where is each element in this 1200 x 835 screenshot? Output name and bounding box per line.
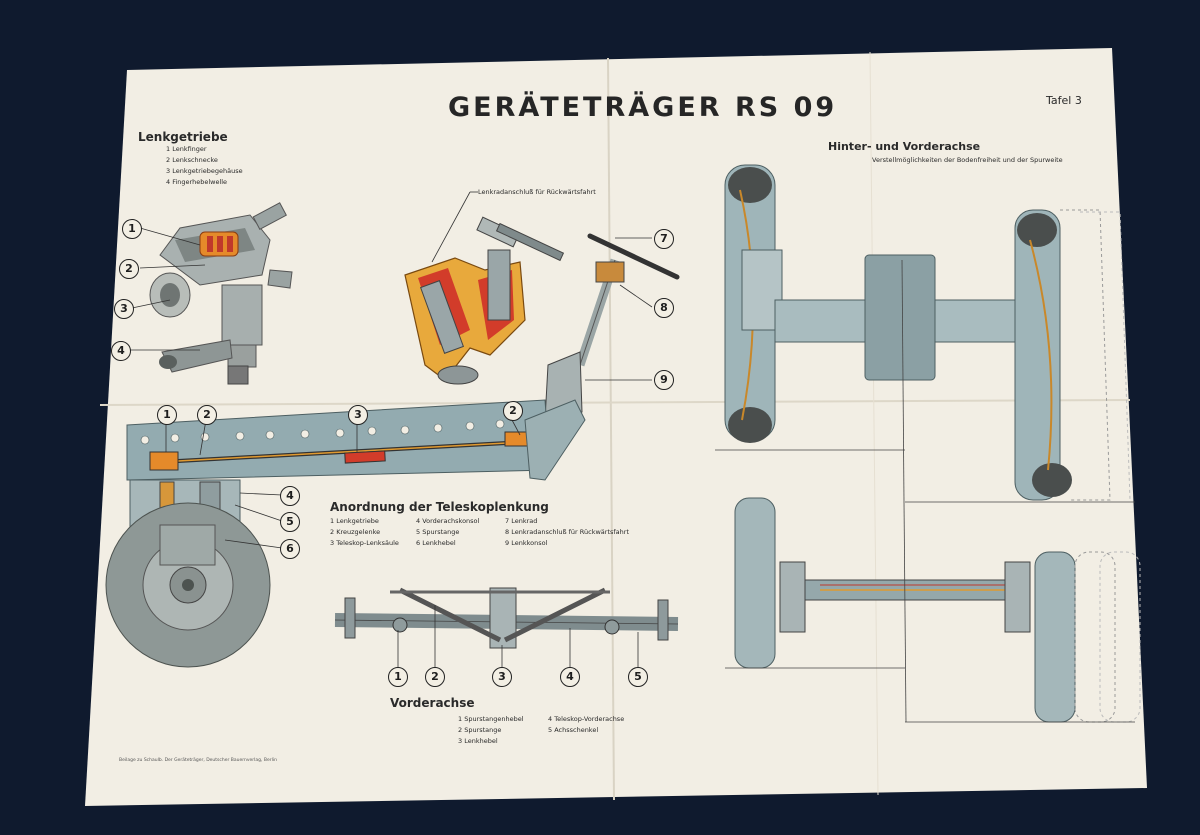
- callout-frame-2b: 2: [503, 401, 523, 421]
- callout-side-4: 4: [280, 486, 300, 506]
- legend-item: 2 Lenkschnecke: [166, 156, 218, 164]
- legend-item: 4 Vorderachskonsol: [416, 517, 480, 525]
- legend-item: 7 Lenkrad: [505, 517, 538, 525]
- callout-frame-3: 3: [348, 405, 368, 425]
- axles-subheading: Verstellmöglichkeiten der Bodenfreiheit …: [872, 156, 1063, 164]
- telescopic-legend-col3: 7 Lenkrad 8 Lenkradanschluß für Rückwärt…: [505, 516, 629, 549]
- callout-steering-4: 4: [111, 341, 131, 361]
- steering-gear-heading: Lenkgetriebe: [138, 130, 228, 144]
- front-axle-legend-col2: 4 Teleskop-Vorderachse 5 Achsschenkel: [548, 714, 624, 736]
- legend-item: 2 Spurstange: [458, 726, 502, 734]
- telescopic-heading: Anordnung der Teleskoplenkung: [330, 500, 549, 514]
- legend-item: 1 Lenkgetriebe: [330, 517, 379, 525]
- telescopic-legend-col2: 4 Vorderachskonsol 5 Spurstange 6 Lenkhe…: [416, 516, 479, 549]
- poster-title: GERÄTETRÄGER RS 09: [448, 92, 838, 123]
- callout-axle-1: 1: [388, 667, 408, 687]
- vertical-fold: [607, 57, 615, 801]
- legend-item: 8 Lenkradanschluß für Rückwärtsfahrt: [505, 528, 629, 536]
- front-axle-side-illustration: [725, 497, 1141, 723]
- column-cutaway-illustration: [404, 216, 565, 385]
- legend-item: 1 Spurstangenhebel: [458, 715, 524, 723]
- callout-axle-2: 2: [425, 667, 445, 687]
- footer-credit: Beilage zu Schaulb. Der Geräteträger, De…: [119, 758, 277, 763]
- telescopic-legend-col1: 1 Lenkgetriebe 2 Kreuzgelenke 3 Teleskop…: [330, 516, 399, 549]
- frame-illustration: [126, 399, 586, 543]
- rear-axle-top-illustration: [715, 164, 1135, 503]
- front-axle-illustration: [334, 587, 679, 649]
- front-axle-legend-col1: 1 Spurstangenhebel 2 Spurstange 3 Lenkhe…: [458, 714, 524, 747]
- legend-item: 1 Lenkfinger: [166, 145, 207, 153]
- steering-gear-legend: 1 Lenkfinger 2 Lenkschnecke 3 Lenkgetrie…: [166, 144, 243, 188]
- callout-axle-3: 3: [492, 667, 512, 687]
- front-axle-heading: Vorderachse: [390, 696, 475, 710]
- callout-frame-1: 1: [157, 405, 177, 425]
- legend-item: 2 Kreuzgelenke: [330, 528, 381, 536]
- legend-item: 5 Spurstange: [416, 528, 460, 536]
- steering-gear-illustration: [149, 202, 293, 385]
- legend-item: 3 Lenkgetriebegehäuse: [166, 167, 243, 175]
- callout-column-9: 9: [654, 370, 674, 390]
- callout-axle-4: 4: [560, 667, 580, 687]
- horizontal-fold: [99, 399, 1131, 406]
- callout-axle-5: 5: [628, 667, 648, 687]
- legend-item: 4 Teleskop-Vorderachse: [548, 715, 625, 723]
- callout-side-6: 6: [280, 539, 300, 559]
- legend-item: 6 Lenkhebel: [416, 539, 456, 547]
- steering-wheel-illustration: [544, 233, 680, 431]
- callout-frame-2: 2: [197, 405, 217, 425]
- callout-side-5: 5: [280, 512, 300, 532]
- legend-item: 5 Achsschenkel: [548, 726, 599, 734]
- callout-steering-3: 3: [114, 299, 134, 319]
- reverse-connection-label: Lenkradanschluß für Rückwärtsfahrt: [478, 188, 596, 196]
- callout-column-8: 8: [654, 298, 674, 318]
- legend-item: 4 Fingerhebelwelle: [166, 178, 228, 186]
- axles-heading: Hinter- und Vorderachse: [828, 140, 981, 153]
- callout-steering-2: 2: [119, 259, 139, 279]
- legend-item: 3 Teleskop-Lenksäule: [330, 539, 399, 547]
- callout-column-7: 7: [654, 229, 674, 249]
- plate-number: Tafel 3: [1046, 94, 1082, 107]
- legend-item: 3 Lenkhebel: [458, 737, 498, 745]
- vertical-fold-2: [869, 51, 879, 796]
- callout-steering-1: 1: [122, 219, 142, 239]
- legend-item: 9 Lenkkonsol: [505, 539, 548, 547]
- front-wheel-side-illustration: [105, 502, 271, 668]
